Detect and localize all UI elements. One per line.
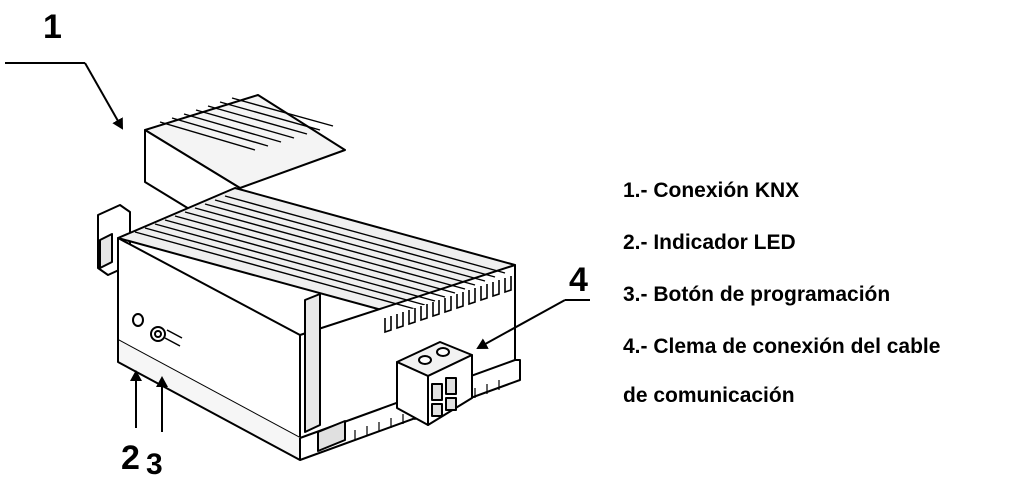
cooling-fins [134, 97, 506, 310]
legend-item-programming-button: 3.- Botón de programación [623, 283, 891, 306]
led-indicator [132, 313, 144, 327]
leader-1-arrow [84, 62, 123, 130]
knx-bracket-inner [99, 233, 113, 269]
din-slot [317, 420, 346, 452]
terminal-block [396, 341, 473, 426]
fin-teeth [384, 276, 512, 334]
legend-item-knx-connection: 1.- Conexión KNX [623, 179, 800, 202]
legend-item-led-indicator: 2.- Indicador LED [623, 231, 796, 254]
callout-number-3: 3 [146, 448, 163, 480]
base-front [117, 340, 301, 461]
programming-button [150, 326, 183, 347]
leader-4-arrow [476, 299, 566, 349]
side-recess [304, 293, 321, 433]
leader-lines [5, 62, 590, 432]
callout-number-2: 2 [121, 439, 140, 477]
base-side [299, 359, 521, 461]
callout-number-4: 4 [569, 261, 588, 299]
legend-item-terminal-line2: de comunicación [623, 384, 795, 407]
callout-number-1: 1 [43, 8, 62, 46]
legend-item-terminal-line1: 4.- Clema de conexión del cable [623, 335, 941, 358]
device-housing [97, 94, 521, 461]
